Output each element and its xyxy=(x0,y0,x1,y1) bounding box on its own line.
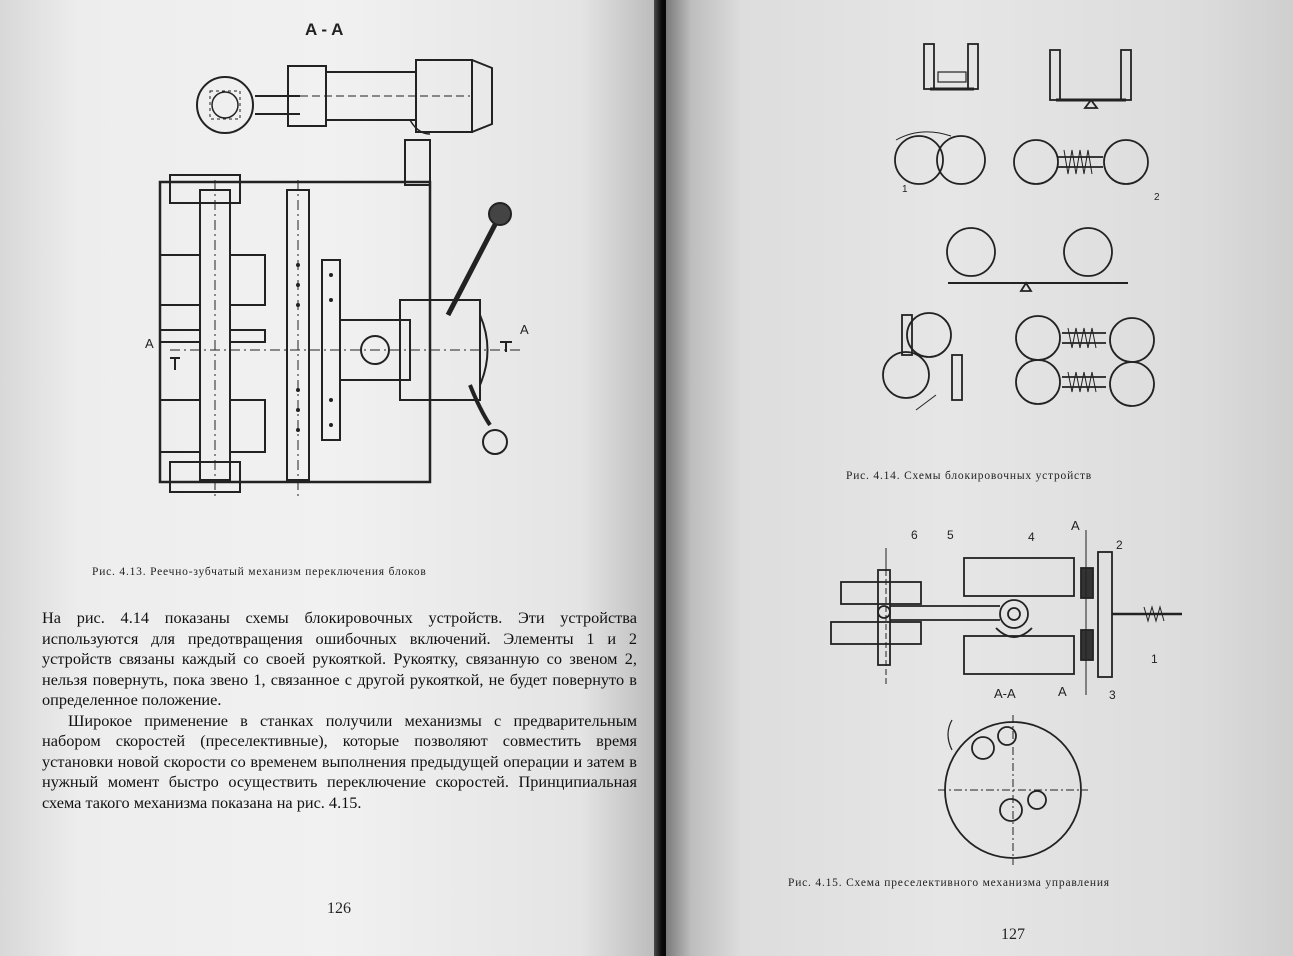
page-number-right: 127 xyxy=(1001,926,1025,943)
fig-4-15-label-a-top: A xyxy=(1071,518,1080,533)
fig-4-15-label-5: 5 xyxy=(947,528,954,542)
fig-4-15-label-6: 6 xyxy=(911,528,918,542)
figure-4-15-drawing xyxy=(830,530,1182,865)
figure-4-14-drawing xyxy=(882,43,1155,411)
fig-4-15-section-label: A-A xyxy=(994,686,1016,701)
page-number-left: 126 xyxy=(327,900,351,917)
figure-4-13-drawing xyxy=(158,59,520,500)
fig-4-15-label-1: 1 xyxy=(1151,652,1158,666)
figure-4-13-caption: Рис. 4.13. Реечно-зубчатый механизм пере… xyxy=(92,566,427,578)
left-page: A - A A A Рис. 4.13. Реечно-зубчатый мех… xyxy=(0,0,660,956)
fig-4-14-number-2: 2 xyxy=(1154,192,1160,203)
right-page: 1 2 Рис. 4.14. Схемы блокировочных устро… xyxy=(666,0,1293,956)
fig-4-15-label-a-bottom: A xyxy=(1058,684,1067,699)
section-marker-left: A xyxy=(145,336,154,351)
paragraph-1: На рис. 4.14 показаны схемы блокировочны… xyxy=(42,608,637,709)
fig-4-14-number-1: 1 xyxy=(902,184,908,195)
figure-4-15-caption: Рис. 4.15. Схема преселективного механиз… xyxy=(788,877,1110,889)
fig-4-15-label-4: 4 xyxy=(1028,530,1035,544)
section-marker-right: A xyxy=(520,322,529,337)
section-label-a-a: A - A xyxy=(305,20,344,39)
left-page-body-text: На рис. 4.14 показаны схемы блокировочны… xyxy=(42,608,637,813)
fig-4-15-label-2: 2 xyxy=(1116,538,1123,552)
figure-4-14-caption: Рис. 4.14. Схемы блокировочных устройств xyxy=(846,470,1093,482)
fig-4-15-label-3: 3 xyxy=(1109,688,1116,702)
paragraph-2: Широкое применение в станках получили ме… xyxy=(42,710,637,812)
